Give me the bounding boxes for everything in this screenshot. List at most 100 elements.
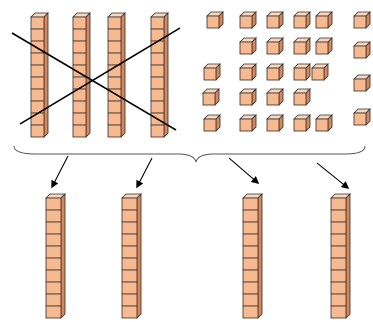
unit-cube — [266, 37, 284, 55]
unit-cube — [206, 11, 224, 29]
rod-cube — [72, 112, 87, 126]
rod-cube — [72, 28, 87, 42]
cross-line-descending — [11, 32, 177, 131]
regroup-arrow — [316, 162, 350, 189]
unit-cube — [315, 37, 333, 55]
rod-cube — [150, 52, 165, 66]
rod-cube — [242, 245, 259, 259]
lone-unit-cube — [353, 74, 371, 92]
rod-side-face — [136, 193, 142, 319]
rod-cube — [45, 197, 62, 211]
unit-cube — [266, 114, 284, 132]
rod-cube — [30, 88, 45, 102]
ten-rod-crossed — [30, 12, 49, 138]
regroup-arrow — [228, 157, 260, 185]
rod-cube — [330, 257, 347, 271]
rod-cube — [30, 64, 45, 78]
unit-cube — [311, 63, 329, 81]
rod-cube — [107, 52, 122, 66]
unit-cube — [203, 63, 221, 81]
rod-cube — [30, 52, 45, 66]
curly-brace — [13, 145, 366, 163]
unit-cube — [239, 88, 257, 106]
rod-cube — [72, 40, 87, 54]
rod-side-face — [163, 12, 169, 138]
rod-cube — [150, 88, 165, 102]
unit-cube — [293, 11, 311, 29]
rod-cube — [121, 245, 138, 259]
rod-cube — [107, 124, 122, 138]
rod-cube — [45, 269, 62, 283]
rod-cube — [30, 76, 45, 90]
rod-cube — [121, 305, 138, 319]
lone-unit-cube — [353, 11, 371, 29]
rod-cube — [30, 16, 45, 30]
rod-cube — [330, 305, 347, 319]
rod-cube — [107, 40, 122, 54]
ten-rod — [330, 193, 351, 319]
rod-cube — [107, 28, 122, 42]
rod-cube — [45, 233, 62, 247]
rod-cube — [121, 197, 138, 211]
rod-cube — [242, 197, 259, 211]
rod-cube — [242, 209, 259, 223]
rod-cube — [330, 197, 347, 211]
unit-cube — [266, 11, 284, 29]
regroup-arrow — [51, 155, 69, 189]
rod-cube — [45, 221, 62, 235]
rod-cube — [107, 112, 122, 126]
unit-cube — [203, 114, 221, 132]
unit-cube — [315, 11, 333, 29]
rod-cube — [121, 281, 138, 295]
rod-cube — [107, 100, 122, 114]
rod-cube — [150, 16, 165, 30]
unit-cube — [202, 88, 220, 106]
unit-cube — [293, 88, 311, 106]
rod-cube — [150, 124, 165, 138]
rod-cube — [242, 269, 259, 283]
rod-cube — [242, 281, 259, 295]
unit-cube — [315, 114, 333, 132]
cross-out-mark — [11, 27, 181, 131]
rod-cube — [150, 64, 165, 78]
rod-cube — [45, 257, 62, 271]
rod-cube — [72, 76, 87, 90]
rod-cube — [30, 124, 45, 138]
ten-rod-crossed — [107, 12, 126, 138]
unit-cube — [239, 114, 257, 132]
rod-cube — [242, 221, 259, 235]
rod-cube — [121, 221, 138, 235]
rod-cube — [72, 124, 87, 138]
ten-rod — [121, 193, 142, 319]
rod-cube — [121, 257, 138, 271]
rod-side-face — [60, 193, 66, 319]
rod-cube — [242, 293, 259, 307]
unit-cubes-group — [202, 11, 371, 132]
rod-cube — [121, 293, 138, 307]
rod-cube — [242, 257, 259, 271]
regroup-arrows — [51, 155, 350, 189]
rod-cube — [45, 245, 62, 259]
rod-cube — [150, 40, 165, 54]
unit-cube — [239, 11, 257, 29]
rod-side-face — [257, 193, 263, 319]
lone-unit-cube — [353, 108, 371, 126]
ten-rod-crossed — [150, 12, 169, 138]
rod-cube — [72, 52, 87, 66]
unit-cube — [239, 63, 257, 81]
rod-cube — [107, 76, 122, 90]
rod-cube — [150, 100, 165, 114]
grouping-brace — [13, 145, 366, 163]
ten-rod — [242, 193, 263, 319]
rod-cube — [242, 305, 259, 319]
lone-unit-cube — [353, 41, 371, 59]
rod-cube — [45, 293, 62, 307]
rod-side-face — [345, 193, 351, 319]
rod-side-face — [85, 12, 91, 138]
rod-cube — [121, 269, 138, 283]
rod-cube — [330, 221, 347, 235]
rod-cube — [72, 16, 87, 30]
unit-cube — [239, 37, 257, 55]
rod-cube — [45, 305, 62, 319]
